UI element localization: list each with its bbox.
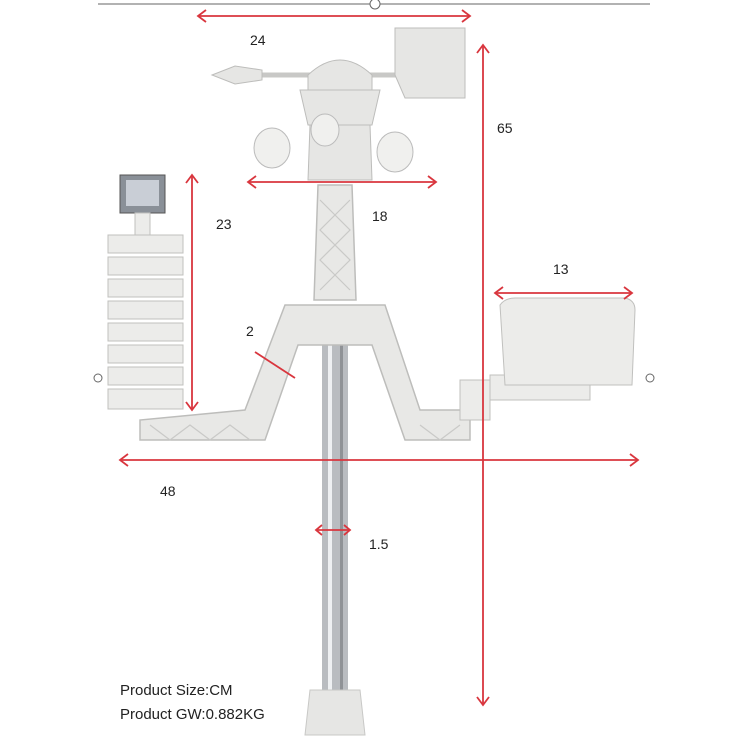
resize-handle[interactable] (369, 0, 381, 10)
product-size-unit: Product Size:CM (120, 682, 233, 699)
anemometer-cups (253, 113, 414, 173)
selection-frame[interactable] (93, 0, 655, 383)
resize-handle[interactable] (93, 373, 103, 383)
wind-vane (210, 27, 466, 181)
shield-height-label: 23 (216, 216, 232, 232)
arm-thickness-label: 2 (246, 323, 254, 339)
dimension-lines (118, 9, 640, 707)
resize-handle[interactable] (645, 373, 655, 383)
product-weight: Product GW:0.882KG (120, 706, 265, 723)
solar-panel (119, 174, 166, 214)
rain-gauge (459, 297, 636, 421)
anemometer-width-label: 18 (372, 208, 388, 224)
rain-gauge-width-label: 13 (553, 261, 569, 277)
lattice-mast (139, 184, 471, 441)
total-height-label: 65 (497, 120, 513, 136)
total-width-label: 48 (160, 483, 176, 499)
vane-width-label: 24 (250, 32, 266, 48)
pole-diameter-label: 1.5 (369, 536, 389, 552)
radiation-shield (107, 212, 184, 410)
mounting-pole (304, 320, 366, 736)
